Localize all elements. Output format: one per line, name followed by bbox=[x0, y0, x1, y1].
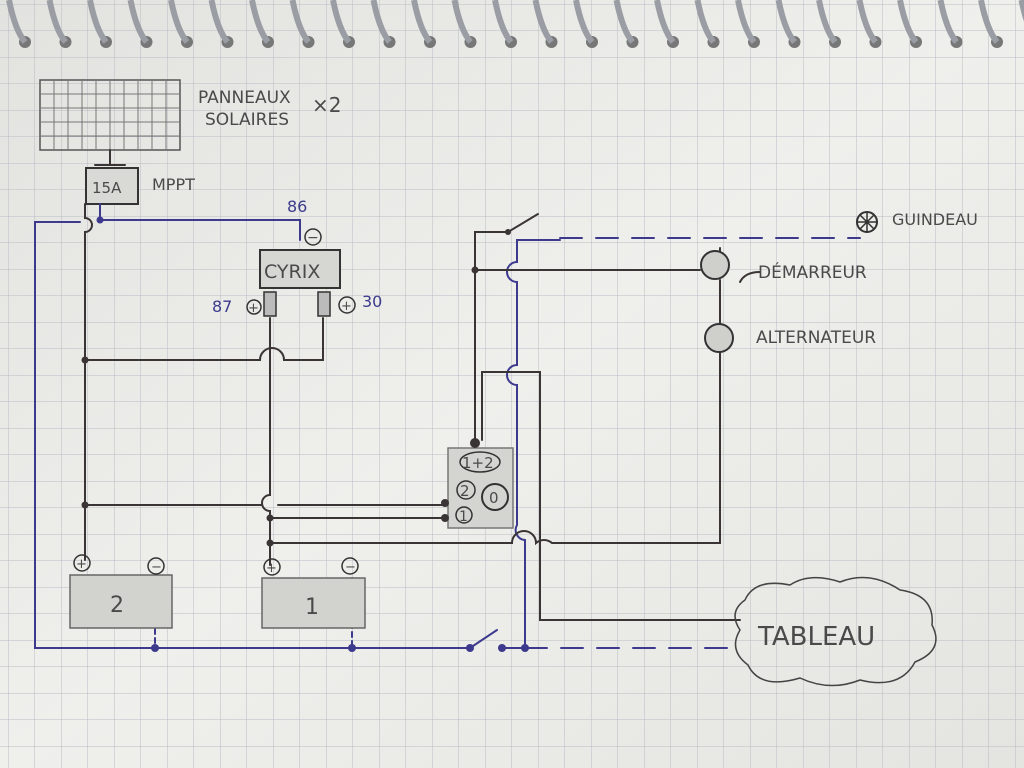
tableau-label: TABLEAU bbox=[757, 622, 875, 652]
plus-sign: + bbox=[266, 561, 277, 576]
panels-count: ×2 bbox=[312, 93, 341, 117]
positive-wiring bbox=[81, 203, 741, 621]
spiral-ring bbox=[775, 0, 797, 44]
battery-selector-switch: 1+2 2 0 1 bbox=[441, 438, 514, 529]
spiral-ring bbox=[451, 0, 473, 44]
alternator bbox=[704, 323, 734, 353]
switch-position-both: 1+2 bbox=[462, 454, 494, 472]
cyrix-terminal-30 bbox=[317, 291, 331, 317]
cyrix-negative-terminal bbox=[304, 228, 322, 246]
spiral-ring bbox=[46, 0, 68, 44]
spiral-ring bbox=[532, 0, 554, 44]
tableau-cloud bbox=[734, 576, 937, 687]
spiral-ring bbox=[330, 0, 352, 44]
battery-1: 1 + − bbox=[261, 557, 366, 629]
spiral-ring bbox=[289, 0, 311, 44]
spiral-ring bbox=[1018, 0, 1024, 22]
battery-2-label: 2 bbox=[110, 593, 124, 618]
spiral-ring bbox=[654, 0, 676, 44]
battery-2: 2 + − bbox=[69, 554, 173, 629]
mppt-rating: 15A bbox=[92, 179, 122, 197]
spiral-ring bbox=[937, 0, 959, 44]
spiral-binding bbox=[6, 0, 1024, 48]
mppt-controller bbox=[85, 167, 139, 205]
switch-position-1: 1 bbox=[459, 509, 468, 525]
plus-sign: + bbox=[248, 301, 259, 316]
spiral-ring bbox=[856, 0, 878, 44]
spiral-ring bbox=[168, 0, 190, 44]
panels-label: PANNEAUX bbox=[198, 88, 291, 108]
spiral-ring bbox=[573, 0, 595, 44]
guindeau-label: GUINDEAU bbox=[892, 210, 978, 229]
cyrix-label: CYRIX bbox=[264, 261, 320, 283]
spiral-ring bbox=[492, 0, 514, 44]
spiral-ring bbox=[208, 0, 230, 44]
minus-sign: − bbox=[307, 230, 319, 246]
spiral-ring bbox=[897, 0, 919, 44]
demarreur-label: DÉMARREUR bbox=[758, 261, 867, 283]
switch-position-2: 2 bbox=[460, 482, 470, 500]
battery-1-label: 1 bbox=[305, 595, 319, 620]
spiral-ring bbox=[613, 0, 635, 44]
pin-87-label: 87 bbox=[212, 297, 232, 316]
spiral-ring bbox=[411, 0, 433, 44]
spiral-ring bbox=[816, 0, 838, 44]
spiral-ring bbox=[735, 0, 757, 44]
spiral-ring bbox=[978, 0, 1000, 44]
spiral-ring bbox=[6, 0, 28, 44]
mppt-label: MPPT bbox=[152, 175, 195, 194]
spiral-ring bbox=[370, 0, 392, 44]
plus-sign: + bbox=[76, 557, 87, 572]
windlass-icon bbox=[856, 211, 878, 233]
solar-panel bbox=[39, 79, 181, 151]
pin-86-label: 86 bbox=[287, 197, 307, 216]
panels-label-2: SOLAIRES bbox=[205, 110, 289, 130]
cyrix-terminal-87 bbox=[263, 291, 277, 317]
switch-position-off: 0 bbox=[489, 489, 499, 507]
spiral-ring bbox=[127, 0, 149, 44]
cyrix-relay bbox=[259, 249, 341, 289]
spiral-ring bbox=[249, 0, 271, 44]
alternateur-label: ALTERNATEUR bbox=[756, 328, 876, 348]
spiral-ring bbox=[694, 0, 716, 44]
spiral-ring bbox=[87, 0, 109, 44]
minus-sign: − bbox=[345, 560, 356, 575]
plus-sign: + bbox=[341, 299, 352, 314]
starter-motor bbox=[700, 250, 730, 280]
pin-30-label: 30 bbox=[362, 292, 382, 311]
minus-sign: − bbox=[151, 560, 162, 575]
